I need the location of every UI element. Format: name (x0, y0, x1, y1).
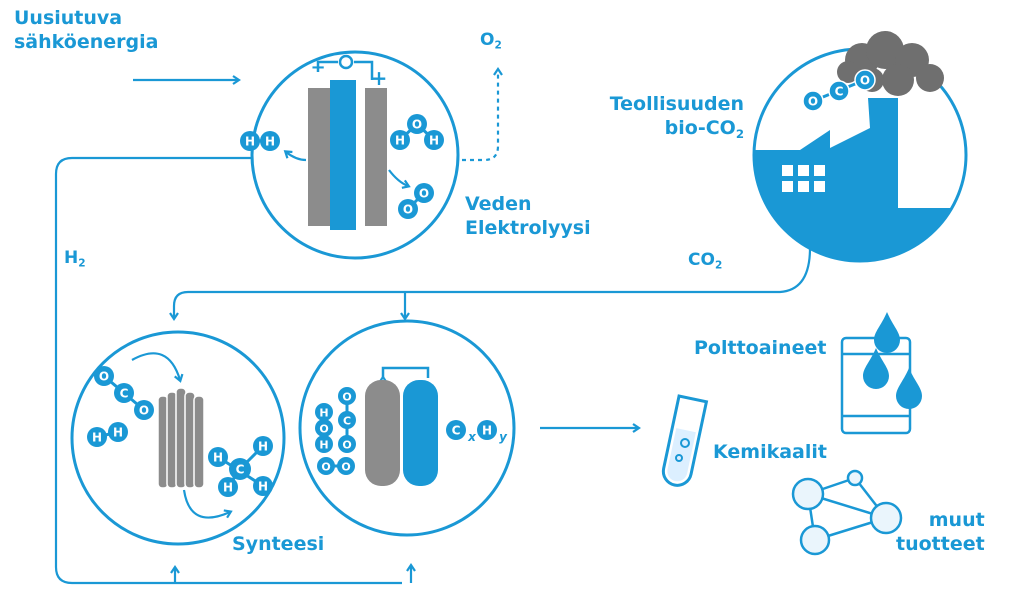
svg-text:C: C (835, 85, 844, 99)
svg-text:H: H (92, 431, 102, 445)
test-tube-icon (661, 394, 709, 487)
fuel-barrel-icon (840, 312, 922, 435)
svg-text:O: O (860, 74, 870, 88)
molecule-network-icon (791, 469, 903, 556)
svg-text:O: O (412, 118, 422, 132)
other-products-label: muut tuotteet (896, 509, 985, 555)
svg-text:H: H (429, 134, 439, 148)
atom: H (208, 447, 228, 467)
reactor-tank-gray (365, 380, 400, 486)
membrane (330, 80, 356, 230)
chemicals-label: Kemikaalit (713, 441, 827, 463)
atom: C (229, 458, 251, 480)
atom: O (338, 387, 356, 405)
atom: O (338, 435, 356, 453)
svg-text:H: H (258, 440, 268, 454)
catalyst-bundle-icon (157, 387, 205, 489)
cathode-plate (308, 88, 330, 226)
reactor-unit (298, 319, 516, 537)
factory-unit (752, 31, 968, 263)
atom: O (337, 457, 355, 475)
synthesis-label: Synteesi (232, 533, 325, 555)
formula-cxhy: C x H y (446, 420, 508, 444)
factory-building (754, 98, 966, 261)
atom: O (407, 114, 427, 134)
atom: H (260, 131, 280, 151)
atom: H (424, 130, 444, 150)
anode-plate (365, 88, 387, 226)
minus-sign: − (310, 57, 325, 78)
atom: H (240, 131, 260, 151)
atom: C (828, 80, 850, 102)
atom: H (218, 477, 238, 497)
plus-sign: + (371, 66, 388, 90)
svg-text:O: O (808, 95, 818, 109)
industry-co2-label: Teollisuuden bio-CO2 (609, 93, 744, 142)
atom: O (854, 69, 876, 91)
co2-label: CO2 (688, 250, 723, 272)
svg-text:H: H (482, 424, 492, 438)
atom: O (94, 366, 114, 386)
svg-text:H: H (319, 407, 328, 420)
svg-text:C: C (452, 424, 461, 438)
atom: O (317, 457, 335, 475)
svg-text:C: C (120, 387, 129, 401)
atom: O (134, 400, 154, 420)
electrolysis-unit (250, 50, 460, 260)
svg-text:O: O (139, 404, 149, 418)
atom: O (398, 199, 418, 219)
atom: H (87, 427, 107, 447)
svg-text:H: H (223, 481, 233, 495)
svg-text:O: O (342, 391, 351, 404)
atom: O (315, 419, 333, 437)
oxygen-label: O2 (480, 30, 502, 52)
renewable-energy-label: Uusiutuva sähköenergia (14, 7, 159, 53)
hydrogen-line (54, 156, 402, 585)
atom: O (414, 183, 434, 203)
svg-text:C: C (236, 463, 245, 477)
svg-text:O: O (321, 461, 330, 474)
svg-text:O: O (403, 203, 413, 217)
svg-text:x: x (467, 430, 477, 444)
atom: H (390, 130, 410, 150)
flow-lines (54, 67, 812, 585)
svg-text:C: C (343, 415, 351, 428)
svg-text:y: y (499, 430, 508, 444)
atom: H (315, 435, 333, 453)
atom: H (253, 476, 273, 496)
svg-text:H: H (395, 134, 405, 148)
svg-text:H: H (245, 135, 255, 149)
atom: C (114, 383, 134, 403)
svg-text:H: H (258, 480, 268, 494)
atom: O (802, 90, 824, 112)
svg-text:H: H (265, 135, 275, 149)
svg-text:H: H (319, 439, 328, 452)
fuels-label: Polttoaineet (694, 337, 827, 359)
svg-text:O: O (319, 423, 328, 436)
oxygen-line (462, 67, 503, 162)
co2-line (169, 247, 812, 321)
atom: C (338, 411, 356, 429)
svg-text:H: H (113, 426, 123, 440)
electrolysis-label: Veden Elektrolyysi (465, 193, 591, 239)
svg-text:H: H (213, 451, 223, 465)
svg-text:O: O (341, 461, 350, 474)
svg-text:O: O (99, 370, 109, 384)
svg-text:O: O (342, 439, 351, 452)
hydrogen-label: H2 (64, 248, 86, 270)
svg-text:O: O (419, 187, 429, 201)
reactor-tank-blue (403, 380, 438, 486)
atoms: H H H O H O O − + O C O O C O H H H H C (87, 57, 876, 497)
atom: H (315, 403, 333, 421)
atom: H (108, 422, 128, 442)
atom: H (253, 436, 273, 456)
